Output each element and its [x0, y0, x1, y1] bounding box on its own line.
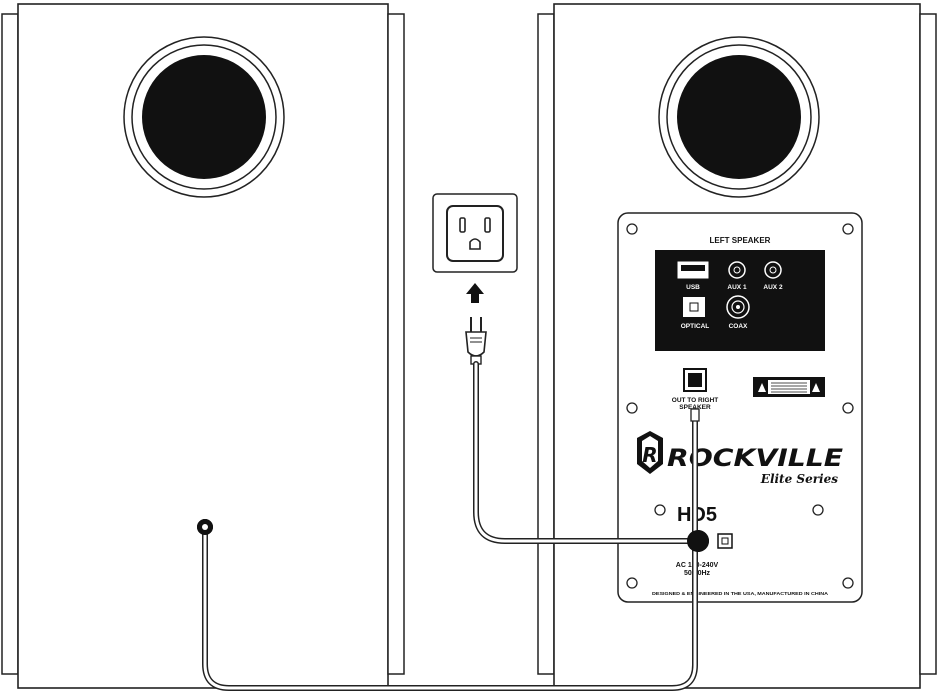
- svg-text:R: R: [642, 443, 657, 467]
- usb-label: USB: [686, 284, 700, 291]
- panel-footer: DESIGNED & ENGINEERED IN THE USA, MANUFA…: [652, 591, 829, 596]
- aux1-jack: [728, 261, 746, 279]
- right-speaker-side-right: [387, 13, 405, 675]
- aux1-label: AUX 1: [727, 284, 747, 291]
- aux2-label: AUX 2: [763, 284, 783, 291]
- out-label-line2: SPEAKER: [679, 404, 711, 411]
- optical-port: [683, 297, 705, 317]
- left-speaker: LEFT SPEAKER USB AUX 1 AUX 2: [537, 3, 937, 689]
- out-connector: [690, 408, 700, 422]
- usb-port: [676, 260, 710, 280]
- left-speaker-side-right: [919, 13, 937, 675]
- optical-label: OPTICAL: [681, 323, 710, 330]
- right-speaker: [1, 3, 405, 689]
- out-label-line1: OUT TO RIGHT: [672, 397, 718, 404]
- speaker-cable: [202, 408, 698, 691]
- power-plug-icon: [465, 317, 487, 365]
- brand-sub: Elite Series: [760, 472, 838, 486]
- left-speaker-port: [658, 36, 820, 198]
- wall-outlet: [432, 193, 518, 273]
- left-speaker-side-left: [537, 13, 555, 675]
- aux2-jack: [764, 261, 782, 279]
- coax-jack: [726, 295, 750, 319]
- right-speaker-port: [123, 36, 285, 198]
- rockville-logo: R ROCKVILLE Elite Series: [637, 431, 844, 486]
- panel-screws: [626, 223, 854, 589]
- coax-label: COAX: [729, 323, 748, 330]
- rear-panel: LEFT SPEAKER USB AUX 1 AUX 2: [617, 212, 863, 603]
- arrow-up-icon: [466, 283, 484, 303]
- right-speaker-side-left: [1, 13, 19, 675]
- power-cable: [473, 361, 701, 544]
- panel-title: LEFT SPEAKER: [710, 236, 771, 245]
- out-terminal: [683, 368, 707, 392]
- warning-plate: [753, 377, 825, 397]
